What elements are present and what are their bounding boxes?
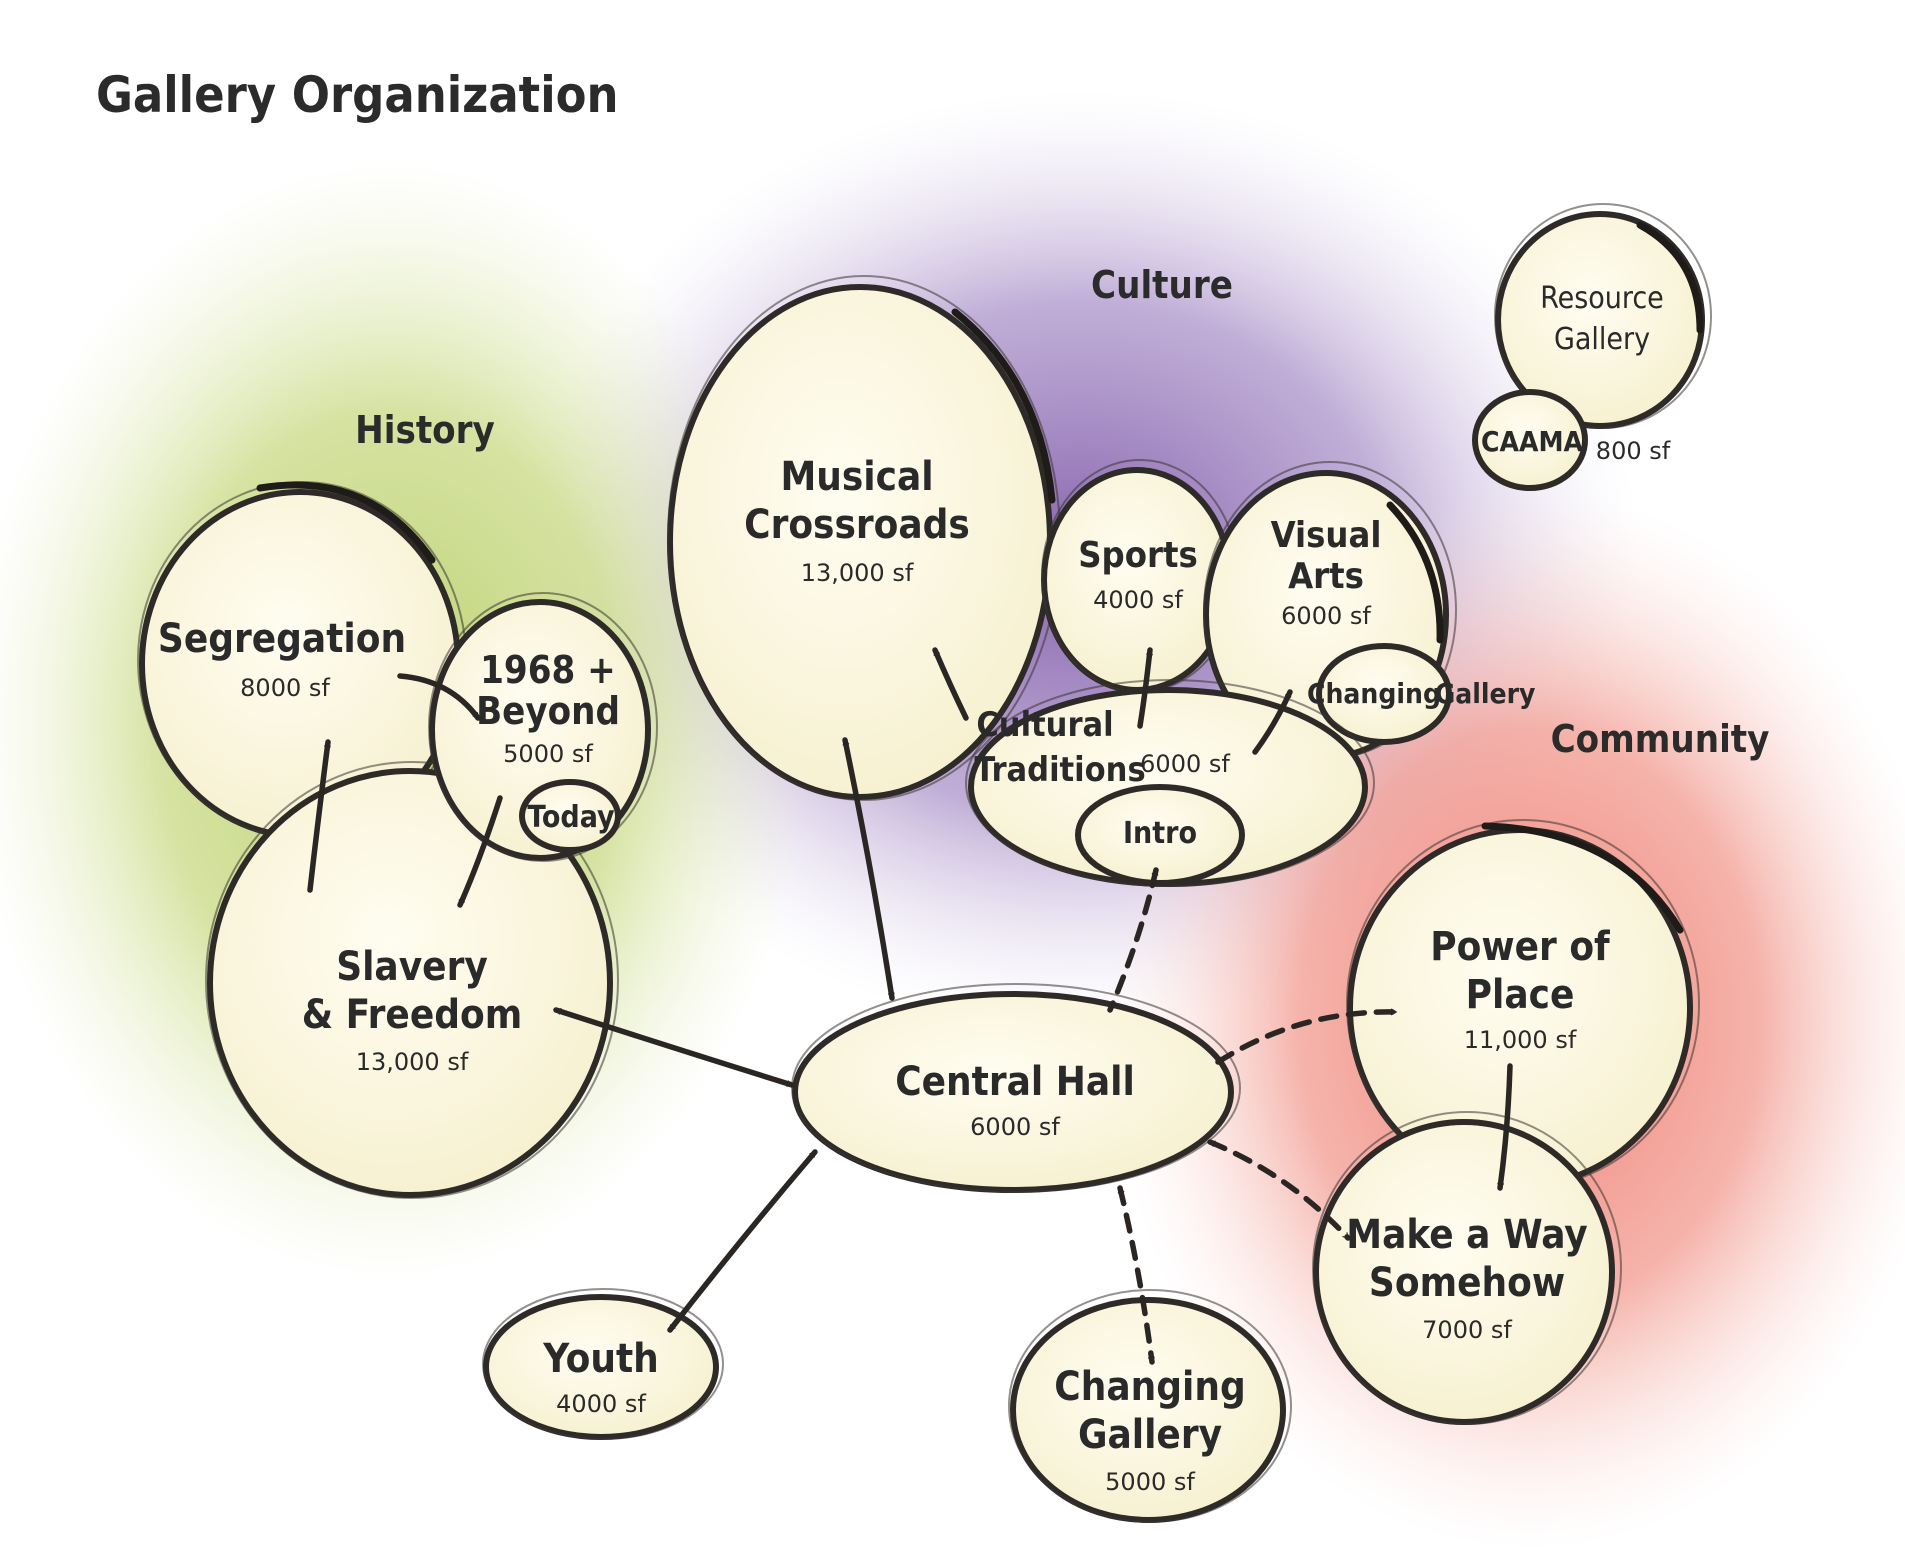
cultural-traditions-area: 6000 sf xyxy=(1140,750,1230,778)
arrow-musical-central xyxy=(842,737,895,1001)
page-title: Gallery Organization xyxy=(96,66,619,124)
power-of-place-name-line1: Power of xyxy=(1430,924,1610,970)
cultural-traditions-name-line1: Cultural xyxy=(976,705,1113,745)
bubble-central-hall xyxy=(791,983,1241,1193)
make-a-way-name-line1: Make a Way xyxy=(1346,1212,1587,1258)
changing-inner-suffix: Gallery xyxy=(1435,677,1536,710)
changing-gallery-area: 5000 sf xyxy=(1105,1468,1195,1496)
arrow-intro-central xyxy=(1107,867,1159,1013)
musical-crossroads-name-line2: Crossroads xyxy=(744,502,970,548)
changing-inner-name: Changing xyxy=(1307,677,1441,710)
intro-name: Intro xyxy=(1123,816,1197,851)
resource-gallery-name-line1: Resource xyxy=(1540,281,1664,316)
visual-arts-name-line1: Visual xyxy=(1271,515,1382,556)
zone-label-community: Community xyxy=(1551,717,1770,761)
power-of-place-name-line2: Place xyxy=(1466,972,1575,1018)
slavery-area: 13,000 sf xyxy=(356,1048,469,1076)
central-hall-name: Central Hall xyxy=(895,1059,1135,1105)
musical-crossroads-area: 13,000 sf xyxy=(801,559,914,587)
caama-area: 800 sf xyxy=(1596,437,1671,465)
bubble-resource-gallery xyxy=(1494,203,1712,429)
arrow-central-changing xyxy=(1117,1185,1155,1365)
connection-arrows xyxy=(307,647,1513,1365)
arrow-power-to-makeaway xyxy=(1497,1063,1513,1191)
power-of-place-area: 11,000 sf xyxy=(1464,1026,1577,1054)
arrow-traditions-to-visual-arts xyxy=(1252,689,1293,755)
beyond-1968-area: 5000 sf xyxy=(503,740,593,768)
arrow-traditions-to-musical xyxy=(932,647,969,721)
bubble-changing-inner xyxy=(1316,643,1452,745)
sports-area: 4000 sf xyxy=(1093,586,1183,614)
central-hall-area: 6000 sf xyxy=(970,1113,1060,1141)
arrow-central-youth xyxy=(667,1149,818,1333)
bubble-caama xyxy=(1472,389,1588,491)
arrow-traditions-to-sports xyxy=(1137,647,1153,729)
zone-label-culture: Culture xyxy=(1091,263,1233,307)
bubble-intro xyxy=(1075,784,1245,886)
segregation-area: 8000 sf xyxy=(240,674,330,702)
arrow-slavery-central xyxy=(553,1007,795,1088)
cultural-traditions-name-line2: Traditions xyxy=(974,750,1145,790)
beyond-1968-name-line2: Beyond xyxy=(476,689,620,733)
youth-name: Youth xyxy=(542,1336,659,1382)
slavery-name-line1: Slavery xyxy=(336,944,488,990)
sports-name: Sports xyxy=(1078,535,1198,576)
segregation-name: Segregation xyxy=(158,616,406,662)
arrow-1968-to-slavery xyxy=(457,795,503,908)
bubble-youth xyxy=(482,1288,724,1440)
arrow-segregation-to-1968 xyxy=(397,673,481,721)
visual-arts-name-line2: Arts xyxy=(1288,556,1364,597)
changing-gallery-name-line2: Gallery xyxy=(1078,1412,1222,1458)
caama-name: CAAMA xyxy=(1481,425,1584,458)
arrow-central-makeaway xyxy=(1207,1139,1351,1241)
zone-label-history: History xyxy=(355,408,495,452)
slavery-name-line2: & Freedom xyxy=(302,992,523,1038)
bubble-today xyxy=(519,779,621,853)
bubble-make-a-way xyxy=(1312,1111,1622,1425)
visual-arts-area: 6000 sf xyxy=(1281,602,1371,630)
changing-gallery-name-line1: Changing xyxy=(1054,1364,1245,1410)
musical-crossroads-name-line1: Musical xyxy=(780,454,933,500)
resource-gallery-name-line2: Gallery xyxy=(1554,322,1650,357)
arrow-central-power xyxy=(1215,1008,1399,1065)
youth-area: 4000 sf xyxy=(556,1390,646,1418)
arrow-slavery-to-segregation xyxy=(307,739,331,893)
today-name: Today xyxy=(527,800,615,835)
make-a-way-name-line2: Somehow xyxy=(1369,1260,1565,1306)
beyond-1968-name-line1: 1968 + xyxy=(480,648,616,692)
make-a-way-area: 7000 sf xyxy=(1422,1316,1512,1344)
